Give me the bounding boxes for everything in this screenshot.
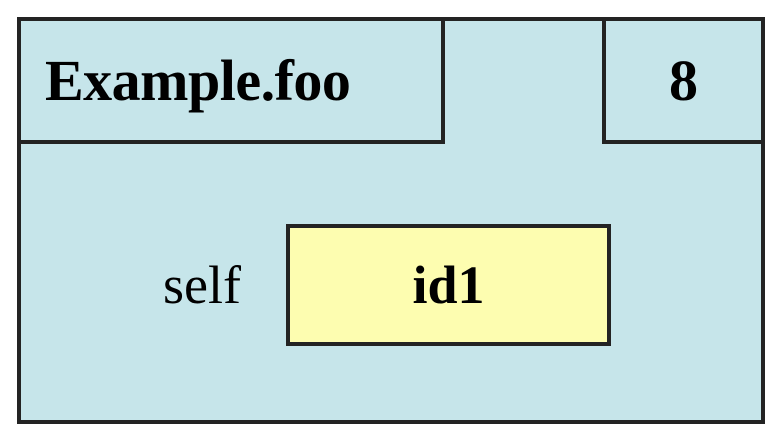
frame-title-label: Example.foo — [45, 47, 351, 113]
variable-value-label: id1 — [412, 255, 485, 315]
frame-counter-label: 8 — [669, 47, 698, 113]
frame-title-cell: Example.foo — [21, 21, 445, 144]
frame-counter-cell: 8 — [602, 21, 761, 144]
variable-name-label: self — [163, 255, 241, 315]
stack-frame-header: Example.foo 8 — [21, 21, 761, 144]
variable-row: self id1 — [21, 222, 761, 348]
stack-frame-box: Example.foo 8 self id1 — [17, 17, 765, 424]
frame-header-gap — [445, 21, 602, 144]
stack-frame-body: self id1 — [21, 144, 761, 420]
variable-value-box: id1 — [286, 224, 611, 346]
